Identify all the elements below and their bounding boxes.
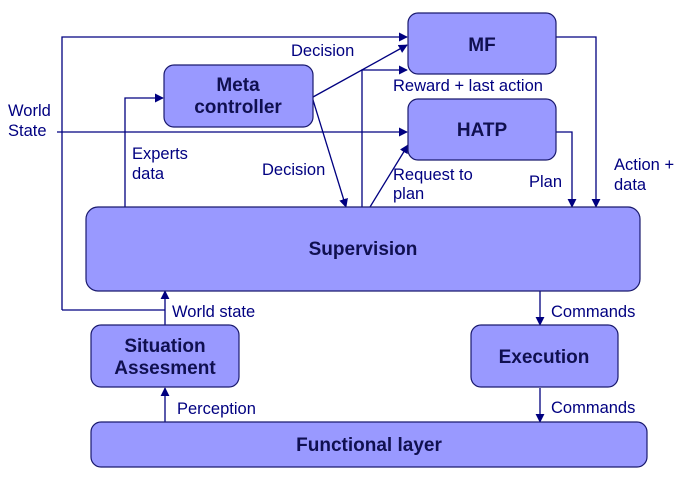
world-state-input-label-line2: State: [8, 122, 47, 140]
plan-label: Plan: [529, 173, 562, 191]
arrow-worldstate-to-mf: [61, 32, 408, 310]
mf-box: MF: [407, 12, 557, 75]
arrow-reward-to-mf: [361, 65, 408, 207]
functional-layer-label: Functional layer: [296, 435, 442, 456]
arrow-action-data: [556, 36, 601, 208]
experts-data-label-line2: data: [132, 165, 165, 183]
situation-assessment-box: Situation Assesment: [90, 324, 240, 388]
decision-top-label: Decision: [291, 42, 354, 60]
commands-lower-label: Commands: [551, 399, 635, 417]
world-state-input-label-line1: World: [8, 102, 51, 120]
hatp-label: HATP: [457, 120, 508, 141]
hatp-box: HATP: [407, 98, 557, 161]
arrow-plan: [556, 131, 577, 208]
situation-assessment-label-line2: Assesment: [114, 358, 216, 379]
supervision-box: Supervision: [85, 206, 641, 292]
supervision-label: Supervision: [309, 239, 418, 260]
meta-controller-box: Meta controller: [163, 64, 314, 128]
arrow-request-to-plan: [369, 144, 409, 208]
request-to-plan-label-line2: plan: [393, 185, 424, 203]
decision-mid-label: Decision: [262, 161, 325, 179]
commands-upper-label: Commands: [551, 303, 635, 321]
execution-box: Execution: [470, 324, 619, 388]
perception-label: Perception: [177, 400, 256, 418]
execution-label: Execution: [499, 347, 590, 368]
request-to-plan-label-line1: Request to: [393, 166, 473, 184]
arrow-decision-to-mf: [312, 44, 408, 98]
action-data-label-line1: Action +: [614, 156, 674, 174]
mf-label: MF: [468, 35, 495, 56]
meta-controller-label-line2: controller: [194, 97, 282, 118]
situation-assessment-label-line1: Situation: [124, 336, 205, 357]
meta-controller-label-line1: Meta: [216, 75, 260, 96]
functional-layer-box: Functional layer: [90, 421, 648, 468]
world-state-feedback-label: World state: [172, 303, 255, 321]
action-data-label-line2: data: [614, 176, 647, 194]
arrow-experts-data: [124, 93, 164, 207]
reward-last-action-label: Reward + last action: [393, 77, 543, 95]
experts-data-label-line1: Experts: [132, 145, 188, 163]
arrow-decision-to-supervision: [312, 99, 348, 208]
